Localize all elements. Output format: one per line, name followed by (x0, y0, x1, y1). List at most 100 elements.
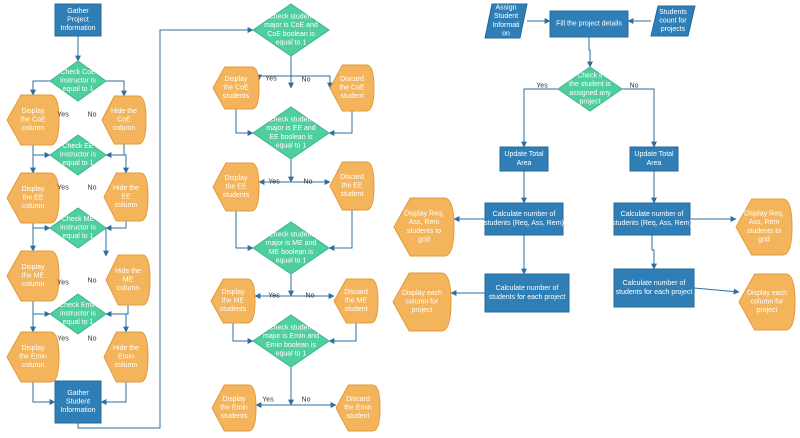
display-shape (335, 384, 381, 432)
node-text-line: Display each (402, 290, 442, 297)
connector-arrow (105, 305, 129, 317)
connector-arrow (521, 88, 558, 148)
connector-arrow (328, 210, 353, 251)
node-text-line: the ME (222, 298, 245, 305)
node-text-line: Gather (67, 8, 89, 15)
node-text-line: column (22, 362, 45, 369)
node-text-line: students (Req, Ass, Rem) (612, 220, 692, 227)
node-text-line: students for each project (616, 289, 693, 296)
node-text-line: the Emin (220, 405, 248, 412)
process-box (54, 3, 102, 37)
connector-arrow (100, 382, 127, 405)
display-shape (212, 66, 260, 110)
connector-arrow (232, 323, 254, 344)
node-text-line: equal to 1 (276, 39, 307, 46)
node-text-line: grid (418, 236, 430, 243)
edge-label-ee-major-no: No (304, 179, 313, 186)
node-text-line: the student is (569, 81, 611, 88)
edge-label-coe-major-yes: Yes (265, 76, 277, 83)
node-text-line: equal to 1 (63, 319, 94, 326)
connector-arrow (30, 80, 50, 96)
process-box (613, 268, 695, 308)
node-text-line: Display (22, 345, 45, 352)
node-text-line: Discard (340, 174, 364, 181)
decision-diamond (49, 207, 107, 249)
node-text-line: student (347, 413, 370, 420)
decision-diamond (252, 3, 330, 57)
node-text-line: instructor is (60, 311, 96, 318)
connector-arrow (106, 154, 129, 174)
display-shape (103, 331, 149, 383)
node-text-line: Information (60, 25, 95, 32)
connector-arrow (32, 145, 51, 158)
node-text-line: count for (659, 18, 687, 25)
node-text-line: Assign (495, 5, 516, 12)
node-text-line: Project (67, 17, 89, 24)
node-text-line: column (22, 125, 45, 132)
node-text-line: Hide the (113, 345, 139, 352)
node-text-line: students to (747, 228, 781, 235)
edge-label-emin-instr-yes: Yes (57, 336, 69, 343)
process-box (549, 10, 629, 38)
node-text-line: major is Emin and (263, 333, 319, 340)
edge-label-assigned-yes: Yes (536, 83, 548, 90)
node-text-line: column for (406, 299, 439, 306)
data-parallelogram (484, 3, 528, 39)
node-text-line: Calculate number of (493, 211, 556, 218)
display-shape (393, 197, 455, 257)
fill-project-details-process-node[interactable]: Fill the project details (549, 10, 629, 38)
node-text-line: on (502, 30, 510, 37)
node-text-line: students (223, 93, 250, 100)
connector-arrow (693, 287, 740, 295)
node-text-line: Ass, Rem (749, 219, 780, 226)
node-text-line: EE boolean is (269, 134, 313, 141)
node-text-line: the EE (22, 195, 43, 202)
node-text-line: the EE (225, 184, 246, 191)
node-text-line: column (115, 202, 138, 209)
node-text-line: the Emin (19, 354, 47, 361)
decision-diamond (49, 60, 107, 102)
edge-label-coe-major-no: No (302, 77, 311, 84)
node-text-line: Display (22, 186, 45, 193)
display-shape (329, 161, 375, 211)
